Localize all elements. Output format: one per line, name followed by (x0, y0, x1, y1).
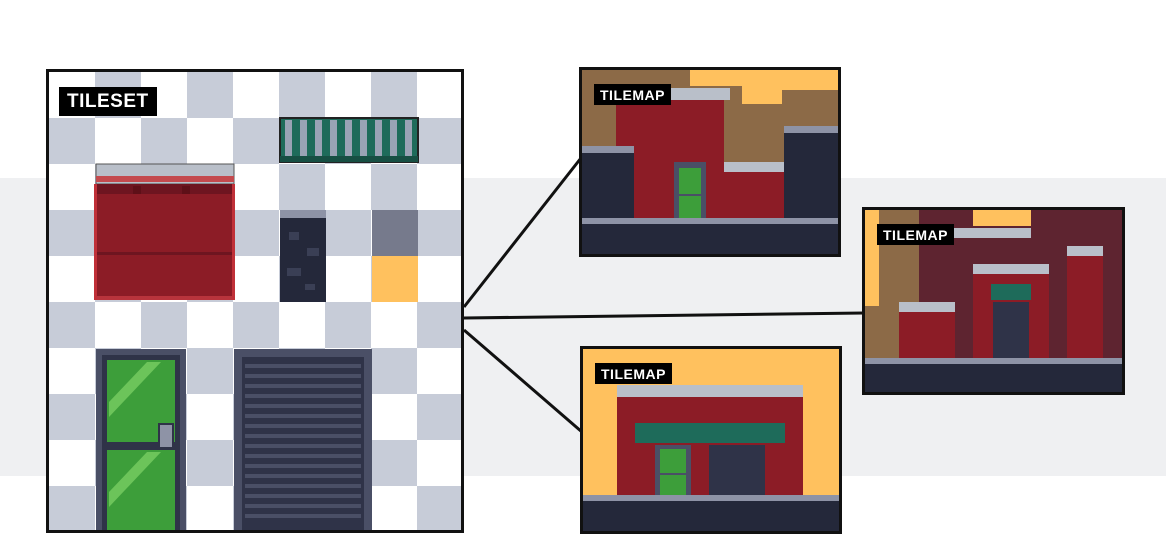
connector-line-top (462, 157, 583, 308)
awning-tile (279, 117, 419, 163)
connector-line-middle (463, 311, 865, 320)
tilemap-panel-2: TILEMAP (862, 207, 1125, 395)
tilemap-label-3: TILEMAP (595, 363, 672, 384)
red-wall-tile (94, 163, 235, 300)
tileset-sheet (49, 72, 461, 530)
tilemap-label-2: TILEMAP (877, 224, 954, 245)
orange-swatch-tile (372, 256, 418, 302)
tileset-label: TILESET (59, 87, 157, 116)
connector-line-bottom (463, 328, 583, 434)
tilemap-label-1: TILEMAP (594, 84, 671, 105)
gray-swatch-tile (372, 210, 418, 256)
stone-column-tile (280, 210, 326, 302)
tilemap-panel-3: TILEMAP (580, 346, 842, 534)
tilemap-scene-1 (582, 70, 838, 254)
tileset-panel: TILESET (46, 69, 464, 533)
tilemap-panel-1: TILEMAP (579, 67, 841, 257)
shutter-tile (234, 349, 372, 530)
green-door-tile (96, 349, 186, 530)
